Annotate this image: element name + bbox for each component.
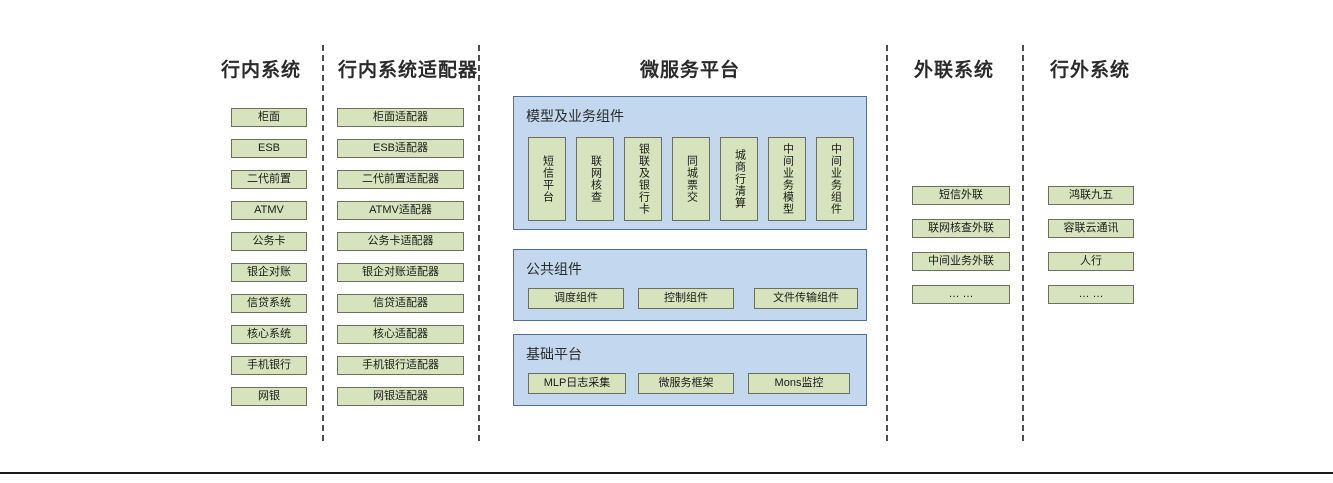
column-separator-1	[322, 45, 324, 441]
vertical-node-label: 短信平台	[541, 155, 554, 203]
vertical-node-label: 同城票交	[685, 155, 698, 203]
node-item: 手机银行	[231, 356, 307, 375]
node-item: 中间业务外联	[912, 252, 1010, 271]
node-item: ESB适配器	[337, 139, 464, 158]
node-item: 二代前置	[231, 170, 307, 189]
column-separator-3	[886, 45, 888, 441]
vertical-node: 中间业务模型	[768, 137, 806, 221]
node-item: 手机银行适配器	[337, 356, 464, 375]
panel-base-platform: 基础平台 MLP日志采集微服务框架 Mons监控	[513, 334, 867, 406]
node-item: 容联云通讯	[1048, 219, 1134, 238]
vertical-node: 银联及银行卡	[624, 137, 662, 221]
panel-node: MLP日志采集	[528, 373, 626, 394]
node-item: 柜面适配器	[337, 108, 464, 127]
vertical-node-label: 联网核查	[589, 155, 602, 203]
node-item: 公务卡	[231, 232, 307, 251]
panel-node: 调度组件	[528, 288, 624, 309]
column-title-outside-bank-systems: 行外系统	[1049, 60, 1130, 81]
node-item: 二代前置适配器	[337, 170, 464, 189]
vertical-node: 联网核查	[576, 137, 614, 221]
node-item: 短信外联	[912, 186, 1010, 205]
node-item: ESB	[231, 139, 307, 158]
panel-public-components: 公共组件调度组件控制组件文件传输组件	[513, 249, 867, 321]
vertical-node-label: 城商行清算	[733, 149, 746, 209]
vertical-node-label: 中间业务模型	[781, 143, 794, 215]
node-item: 柜面	[231, 108, 307, 127]
panel-node: 文件传输组件	[754, 288, 858, 309]
vertical-node: 短信平台	[528, 137, 566, 221]
vertical-node: 中间业务组件	[816, 137, 854, 221]
node-item: 银企对账	[231, 263, 307, 282]
vertical-node: 城商行清算	[720, 137, 758, 221]
node-item: 网银适配器	[337, 387, 464, 406]
panel-node: 微服务框架	[638, 373, 734, 394]
node-item: 网银	[231, 387, 307, 406]
node-item: 信贷适配器	[337, 294, 464, 313]
column-title-in-bank-adapters: 行内系统适配器	[338, 60, 479, 81]
column-title-in-bank-systems: 行内系统	[220, 60, 301, 81]
node-item: 核心系统	[231, 325, 307, 344]
node-item: 公务卡适配器	[337, 232, 464, 251]
vertical-node-label: 中间业务组件	[829, 143, 842, 215]
panel-node: Mons监控	[748, 373, 850, 394]
panel-title-model-business-components: 模型及业务组件	[526, 108, 624, 124]
node-item: ATMV适配器	[337, 201, 464, 220]
vertical-node-label: 银联及银行卡	[637, 143, 650, 215]
panel-node: 控制组件	[638, 288, 734, 309]
node-item: 核心适配器	[337, 325, 464, 344]
panel-title-public-components: 公共组件	[526, 261, 582, 277]
node-item: 银企对账适配器	[337, 263, 464, 282]
vertical-node: 同城票交	[672, 137, 710, 221]
node-item: … …	[1048, 285, 1134, 304]
footer-rule	[0, 472, 1333, 474]
column-title-microservice-platform: 微服务平台	[639, 60, 740, 81]
node-item: 联网核查外联	[912, 219, 1010, 238]
node-item: … …	[912, 285, 1010, 304]
panel-model-business-components: 模型及业务组件短信平台 联网核查 银联及银行卡 同城票交 城商行清算 中间业务模型 中间业务…	[513, 96, 867, 230]
node-item: 鸿联九五	[1048, 186, 1134, 205]
node-item: 信贷系统	[231, 294, 307, 313]
column-title-external-link-systems: 外联系统	[913, 60, 994, 81]
node-item: 人行	[1048, 252, 1134, 271]
node-item: ATMV	[231, 201, 307, 220]
column-separator-2	[478, 45, 480, 441]
panel-title-base-platform: 基础平台	[526, 346, 582, 362]
column-separator-4	[1022, 45, 1024, 441]
